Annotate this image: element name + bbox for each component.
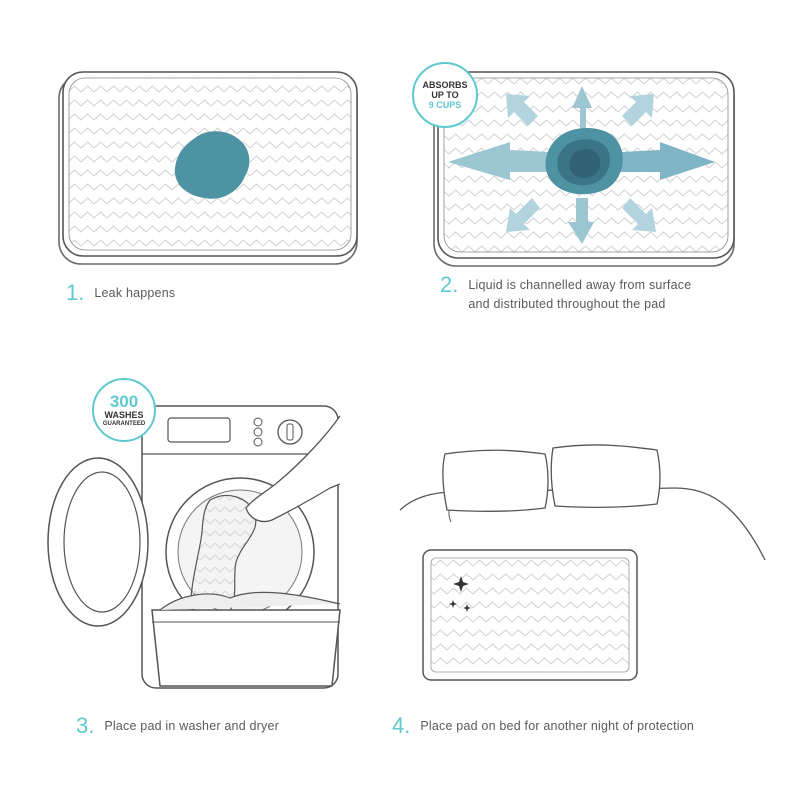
step-4: 4. Place pad on bed for another night of… xyxy=(392,715,694,737)
absorption-arrows-icon xyxy=(448,86,715,244)
badge-line: UP TO xyxy=(431,90,459,100)
panel-washer: 300 WASHES GUARANTEED xyxy=(40,372,360,692)
pad-illustration xyxy=(433,71,735,267)
step-number: 3. xyxy=(76,713,95,738)
step-1: 1. Leak happens xyxy=(66,282,175,304)
panel-absorb: ABSORBS UP TO 9 CUPS xyxy=(410,60,750,280)
washes-badge: 300 WASHES GUARANTEED xyxy=(92,378,156,442)
step-text: Place pad in washer and dryer xyxy=(104,719,280,733)
sparkle-icon xyxy=(449,576,471,612)
panel-leak xyxy=(55,68,365,268)
step-text: Leak happens xyxy=(94,286,176,300)
absorbs-badge: ABSORBS UP TO 9 CUPS xyxy=(412,62,478,128)
badge-line: GUARANTEED xyxy=(102,420,146,427)
badge-line: ABSORBS xyxy=(422,80,468,90)
step-number: 1. xyxy=(66,280,85,305)
step-number: 4. xyxy=(392,713,411,738)
badge-line: 9 CUPS xyxy=(428,100,462,110)
step-2: 2. Liquid is channelled away from surfac… xyxy=(440,274,691,314)
washing-machine-icon xyxy=(47,405,341,689)
badge-number: 300 xyxy=(109,391,139,411)
pad-illustration xyxy=(58,71,358,265)
leak-spot-icon xyxy=(174,131,250,199)
panel-bed xyxy=(395,430,775,690)
badge-line: WASHES xyxy=(104,409,144,420)
step-text: Liquid is channelled away from surface a… xyxy=(468,278,692,311)
step-number: 2. xyxy=(440,272,459,297)
bed-with-pad-icon xyxy=(399,444,766,681)
step-text: Place pad on bed for another night of pr… xyxy=(420,719,695,733)
step-3: 3. Place pad in washer and dryer xyxy=(76,715,279,737)
